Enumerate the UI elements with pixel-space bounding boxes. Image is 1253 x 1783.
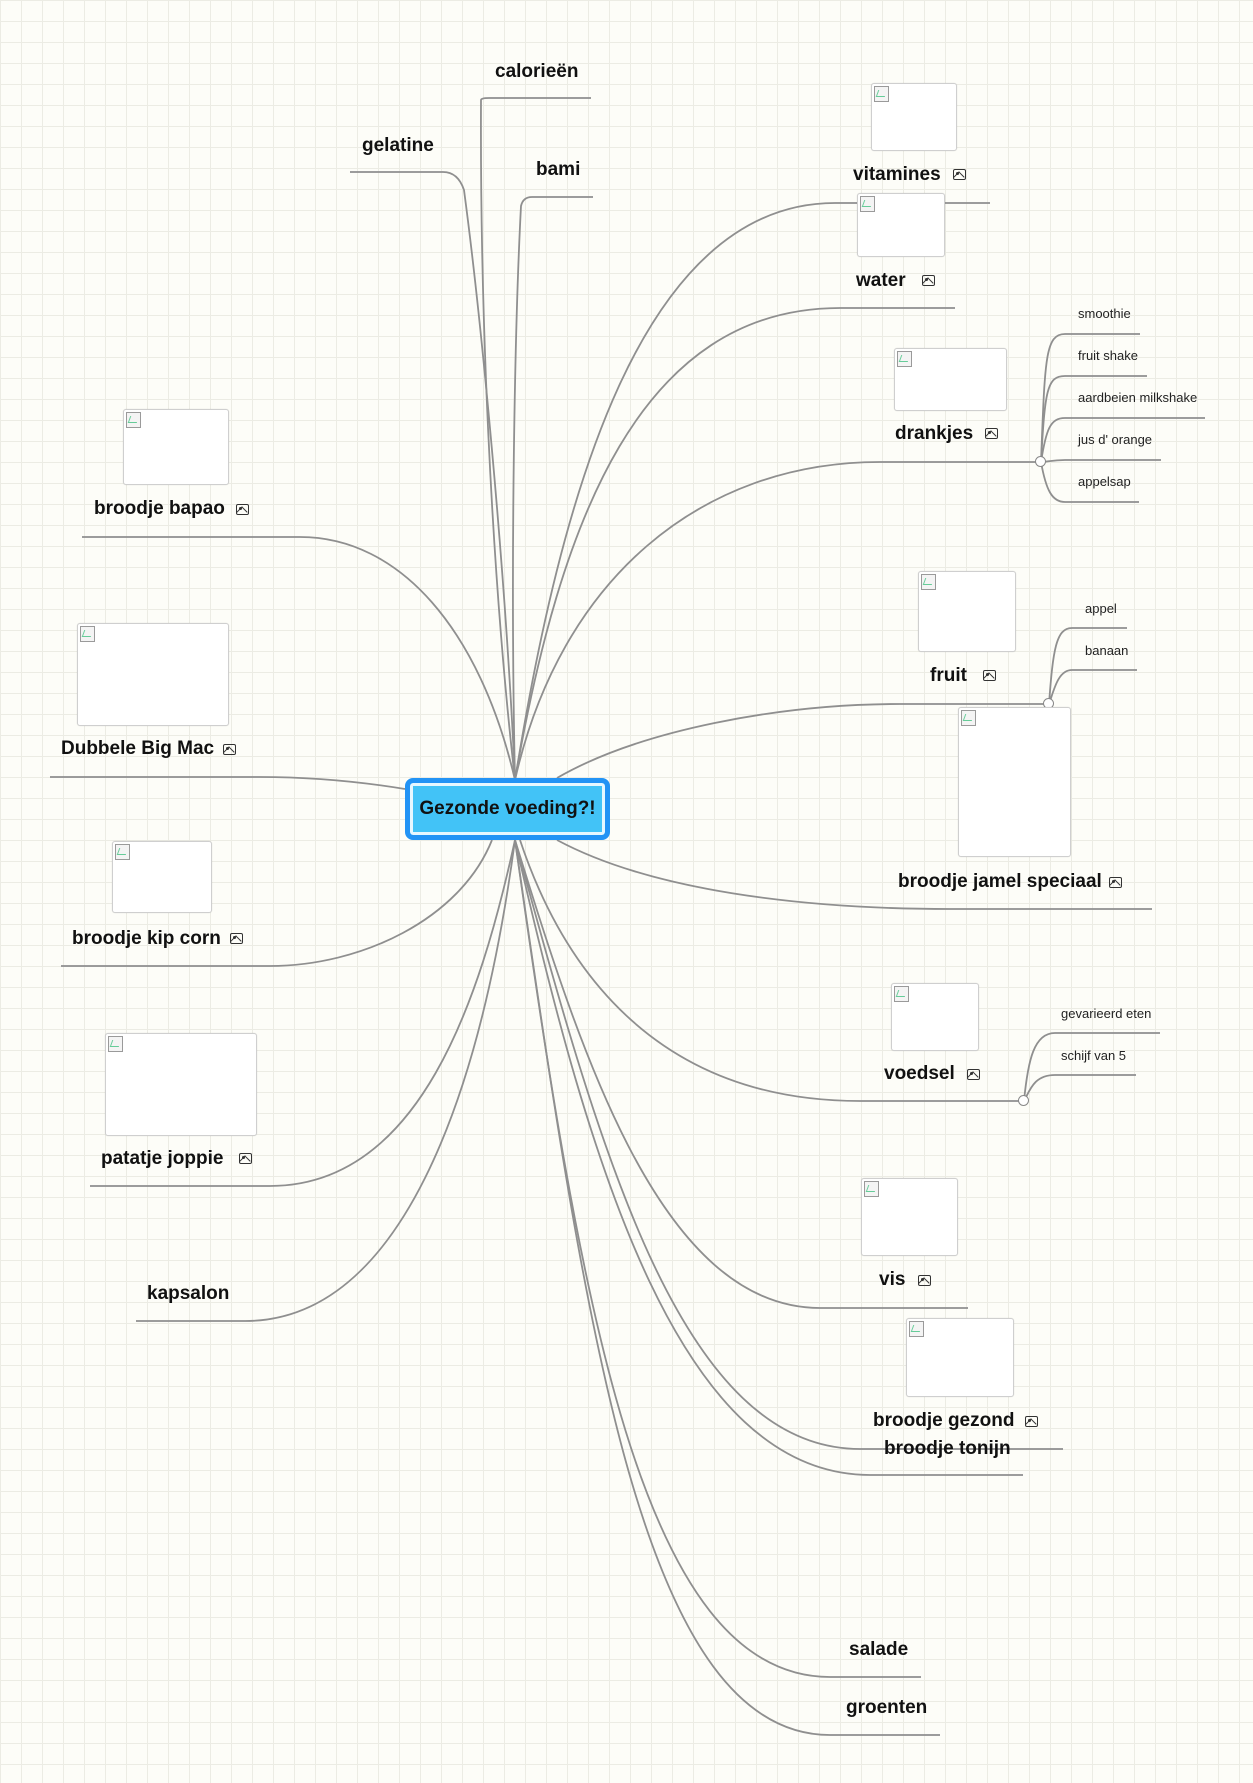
edge-broodje-gezond: [514, 839, 1063, 1450]
topic-gelatine[interactable]: gelatine: [362, 135, 434, 156]
drankjes-collapse-dot[interactable]: [1035, 456, 1046, 467]
image-icon[interactable]: [239, 1153, 252, 1164]
edge-jus: [1040, 459, 1161, 463]
dubbele-big-mac-image: [77, 623, 229, 726]
edge-fruit-shake: [1040, 375, 1147, 463]
edge-salade: [514, 839, 921, 1678]
topic-vis[interactable]: vis: [879, 1269, 906, 1290]
image-icon[interactable]: [953, 169, 966, 180]
edge-vis: [514, 839, 968, 1309]
edge-voedsel: [519, 839, 1024, 1102]
broodje-kip-corn-image: [112, 841, 212, 913]
edge-schijf: [1023, 1074, 1136, 1102]
voedsel-collapse-dot[interactable]: [1018, 1095, 1029, 1106]
edge-dubbele-big-mac: [50, 776, 406, 790]
edge-jamel: [556, 839, 1152, 910]
subtopic-appel[interactable]: appel: [1085, 601, 1117, 616]
topic-broodje-jamel-speciaal[interactable]: broodje jamel speciaal: [898, 871, 1102, 892]
topic-kapsalon[interactable]: kapsalon: [147, 1283, 230, 1304]
central-topic[interactable]: Gezonde voeding?!: [405, 778, 610, 840]
topic-groenten[interactable]: groenten: [846, 1697, 928, 1718]
edge-aardbeien: [1040, 417, 1205, 463]
topic-broodje-tonijn[interactable]: broodje tonijn: [884, 1438, 1011, 1459]
subtopic-banaan[interactable]: banaan: [1085, 643, 1129, 658]
image-icon[interactable]: [983, 670, 996, 681]
topic-calorieen[interactable]: calorieën: [495, 61, 579, 82]
edge-banaan: [1048, 669, 1137, 705]
image-icon[interactable]: [967, 1069, 980, 1080]
topic-vitamines[interactable]: vitamines: [853, 164, 941, 185]
topic-salade[interactable]: salade: [849, 1639, 909, 1660]
drankjes-image: [894, 348, 1007, 411]
image-icon[interactable]: [1109, 877, 1122, 888]
edge-appelsap: [1040, 461, 1139, 503]
edge-bami: [512, 196, 593, 781]
edge-fruit: [556, 703, 1049, 779]
topic-fruit[interactable]: fruit: [930, 665, 967, 686]
vis-image: [861, 1178, 958, 1256]
edge-water: [514, 307, 955, 781]
subtopic-fruit-shake[interactable]: fruit shake: [1078, 348, 1138, 363]
topic-voedsel[interactable]: voedsel: [884, 1063, 955, 1084]
subtopic-appelsap[interactable]: appelsap: [1078, 474, 1131, 489]
edge-kapsalon: [136, 839, 516, 1322]
broodje-bapao-image: [123, 409, 229, 485]
image-icon[interactable]: [230, 933, 243, 944]
edge-vitamines: [514, 202, 990, 781]
topic-drankjes[interactable]: drankjes: [895, 423, 974, 444]
edge-broodje-tonijn: [514, 839, 1023, 1476]
edge-gevarieerd: [1023, 1032, 1160, 1102]
edge-appel: [1048, 627, 1127, 705]
topic-broodje-kip-corn[interactable]: broodje kip corn: [72, 928, 221, 949]
subtopic-aardbeien-milkshake[interactable]: aardbeien milkshake: [1078, 390, 1198, 405]
topic-water[interactable]: water: [856, 270, 906, 291]
edge-patatje: [90, 839, 516, 1187]
broodje-jamel-speciaal-image: [958, 707, 1071, 857]
broodje-gezond-image: [906, 1318, 1014, 1397]
edge-gelatine: [350, 171, 516, 781]
topic-broodje-bapao[interactable]: broodje bapao: [94, 498, 225, 519]
edge-drankjes: [514, 461, 1041, 781]
edge-groenten: [514, 839, 940, 1736]
fruit-image: [918, 571, 1016, 652]
edge-broodje-bapao: [82, 536, 516, 781]
edge-smoothie: [1040, 333, 1140, 463]
subtopic-gevarieerd-eten[interactable]: gevarieerd eten: [1061, 1006, 1152, 1021]
image-icon[interactable]: [922, 275, 935, 286]
image-icon[interactable]: [223, 744, 236, 755]
edge-calorieen: [480, 97, 591, 781]
subtopic-smoothie[interactable]: smoothie: [1078, 306, 1131, 321]
patatje-joppie-image: [105, 1033, 257, 1136]
image-icon[interactable]: [1025, 1416, 1038, 1427]
image-icon[interactable]: [985, 428, 998, 439]
edge-kip-corn: [61, 839, 493, 967]
topic-patatje-joppie[interactable]: patatje joppie: [101, 1148, 224, 1169]
voedsel-image: [891, 983, 979, 1051]
topic-dubbele-big-mac[interactable]: Dubbele Big Mac: [61, 738, 215, 759]
topic-broodje-gezond[interactable]: broodje gezond: [873, 1410, 1015, 1431]
image-icon[interactable]: [236, 504, 249, 515]
subtopic-jus-d-orange[interactable]: jus d' orange: [1078, 432, 1153, 447]
subtopic-schijf-van-5[interactable]: schijf van 5: [1061, 1048, 1127, 1063]
vitamines-image: [871, 83, 957, 151]
image-icon[interactable]: [918, 1275, 931, 1286]
water-image: [857, 193, 945, 257]
topic-bami[interactable]: bami: [536, 159, 581, 180]
